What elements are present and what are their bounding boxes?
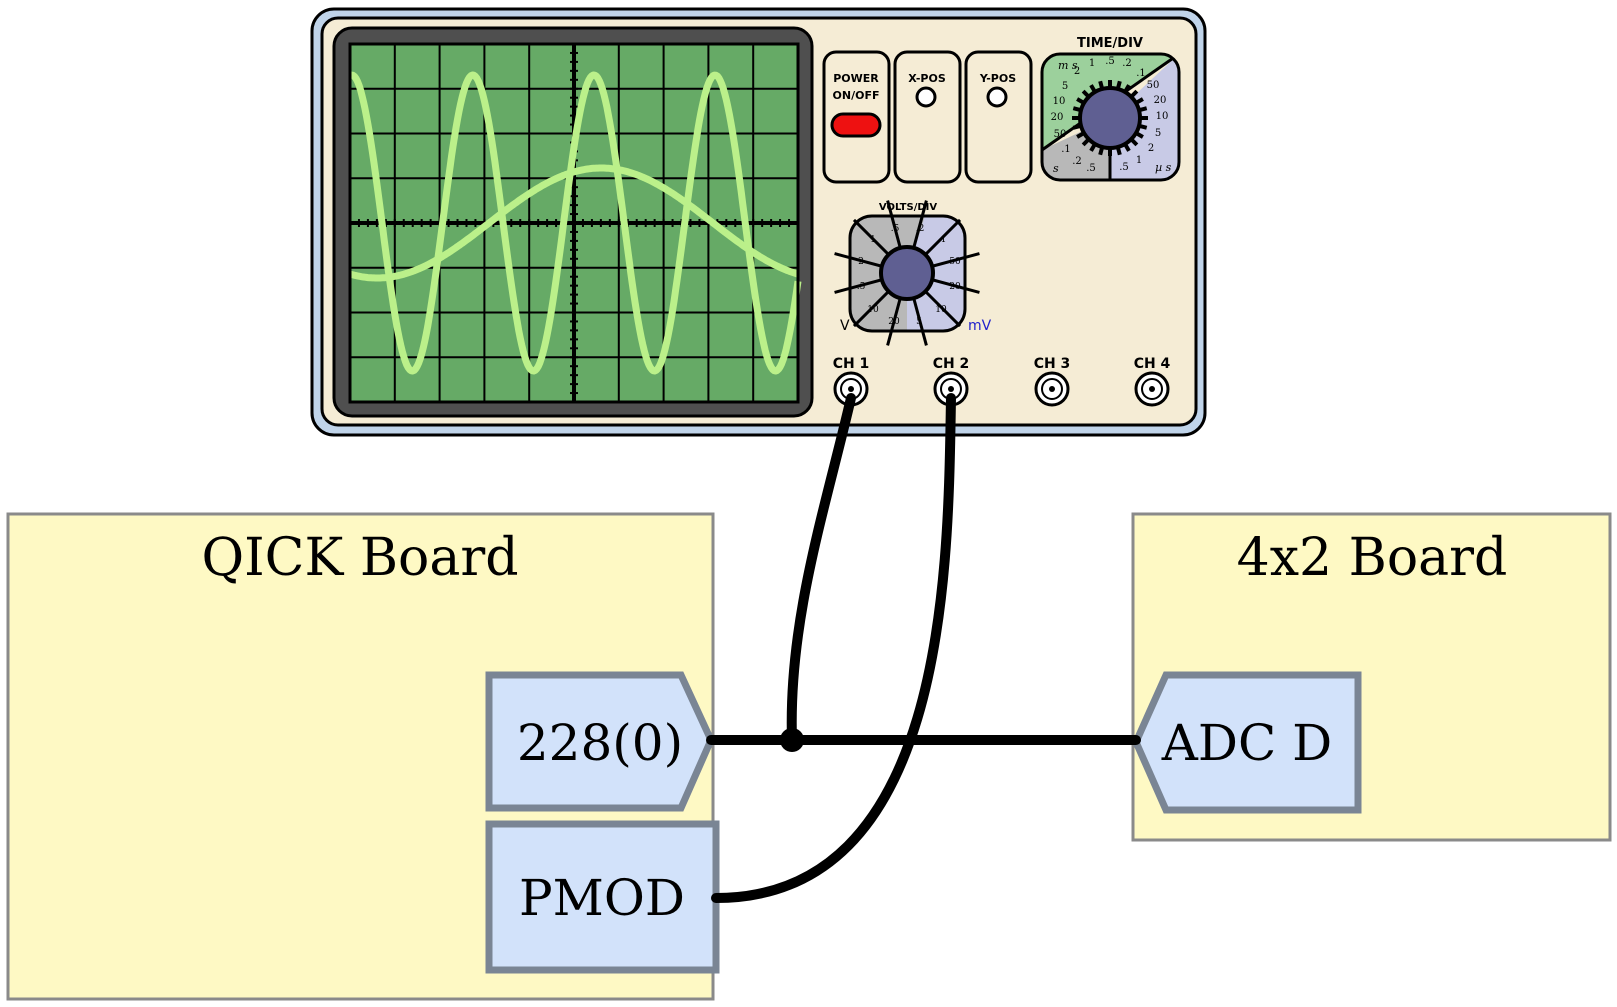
wire-ch2-probe: [711, 393, 956, 903]
board-4x2: 4x2 Board ADC D: [1131, 512, 1612, 842]
voltsdiv-mv-tick: .2: [916, 224, 925, 234]
timediv-ms-tick: 1: [1089, 58, 1095, 69]
power-button[interactable]: [830, 112, 882, 138]
voltsdiv-v-unit: V: [840, 318, 850, 334]
timediv-ms-tick: .1: [1136, 68, 1146, 79]
channel-1-label: CH 1: [833, 356, 870, 372]
voltsdiv-v-tick: .5: [891, 224, 900, 234]
qick-board-title: QICK Board: [201, 528, 518, 588]
ypos-control: Y-POS: [964, 50, 1033, 184]
board-4x2-title: 4x2 Board: [1237, 528, 1508, 588]
voltsdiv-frame: [848, 214, 967, 333]
port-pmod-shape: [485, 820, 720, 974]
timediv-ms-tick: 20: [1051, 112, 1064, 123]
power-label-line1: POWER: [833, 72, 879, 85]
port-228-connector: 228(0): [485, 671, 715, 812]
timediv-ms-tick: .5: [1105, 56, 1115, 67]
channel-4: CH 4: [1134, 356, 1171, 407]
timediv-control: TIME/DIV m s µ s s 2 1 .5 .2 5 10 20 50: [1040, 36, 1181, 182]
voltsdiv-v-tick: 10: [867, 305, 879, 315]
screen-frame: [348, 42, 800, 404]
wire-ch1-probe: [786, 393, 856, 745]
timediv-us-tick: 10: [1156, 111, 1169, 122]
timediv-ms-tick: 5: [1062, 81, 1068, 92]
timediv-ms-tick: 10: [1053, 96, 1066, 107]
voltsdiv-knob[interactable]: [879, 245, 935, 301]
channel-3-label: CH 3: [1034, 356, 1071, 372]
power-control: POWER ON/OFF: [822, 50, 891, 184]
voltsdiv-control: VOLTS/DIV V mV .5 1 2 .5 10 20 .2 .1 50 …: [834, 200, 992, 346]
xpos-panel: [893, 50, 962, 184]
timediv-s-tick: .5: [1086, 163, 1096, 174]
voltsdiv-v-tick: 20: [888, 317, 900, 327]
voltsdiv-title: VOLTS/DIV: [879, 202, 937, 213]
port-pmod-label: PMOD: [519, 869, 685, 927]
screen-traces: [348, 71, 802, 375]
voltsdiv-mv-tick: 20: [949, 282, 961, 292]
timediv-ms-tick: 50: [1054, 129, 1067, 140]
port-228-shape: [485, 671, 715, 812]
voltsdiv-mv-sector: [907, 216, 965, 331]
voltsdiv-v-tick: .5: [857, 282, 866, 292]
wire-junction-dot: [780, 728, 804, 752]
ypos-knob[interactable]: [986, 86, 1008, 108]
timediv-ms-tick: 2: [1074, 66, 1080, 77]
power-label-line2: ON/OFF: [833, 89, 880, 102]
voltsdiv-mv-tick: 5: [916, 317, 922, 327]
xpos-label: X-POS: [908, 72, 946, 85]
timediv-us-unit: µ s: [1155, 161, 1172, 174]
voltsdiv-v-tick: 2: [858, 257, 864, 267]
voltsdiv-mv-unit: mV: [968, 318, 992, 334]
voltsdiv-mv-tick: 50: [949, 257, 961, 267]
timediv-knob[interactable]: [1078, 86, 1142, 150]
screen-axes: [349, 43, 799, 403]
ypos-panel: [964, 50, 1033, 184]
channel-4-label: CH 4: [1134, 356, 1171, 372]
channel-2: CH 2: [933, 356, 970, 407]
timediv-frame: [1040, 52, 1181, 182]
trace-fast-wave: [348, 71, 802, 375]
xpos-knob[interactable]: [915, 86, 937, 108]
voltsdiv-mv-tick: 10: [935, 305, 947, 315]
port-pmod-connector: PMOD: [485, 820, 720, 974]
timediv-us-tick: 5: [1155, 128, 1161, 139]
timediv-us-tick: 1: [1136, 155, 1142, 166]
ypos-label: Y-POS: [979, 72, 1016, 85]
timediv-us-tick: 50: [1147, 80, 1160, 91]
trace-slow-wave: [348, 164, 800, 282]
channel-3: CH 3: [1034, 356, 1071, 407]
port-adc-shape: [1132, 671, 1362, 814]
timediv-title: TIME/DIV: [1077, 36, 1143, 51]
xpos-control: X-POS: [893, 50, 962, 184]
voltsdiv-mv-tick: .1: [938, 235, 947, 245]
timediv-us-tick: .5: [1119, 162, 1129, 173]
timediv-s-unit: s: [1053, 162, 1059, 175]
scope-screen: [348, 42, 802, 404]
timediv-s-tick: .1: [1061, 144, 1071, 155]
voltsdiv-v-tick: 1: [870, 235, 876, 245]
timediv-s-tick: .2: [1072, 156, 1082, 167]
timediv-us-tick: 20: [1154, 95, 1167, 106]
timediv-ms-unit: m s: [1058, 59, 1078, 72]
port-adc-label: ADC D: [1161, 714, 1332, 772]
wires: [706, 393, 1141, 903]
oscilloscope: POWER ON/OFF X-POS Y-POS TIME/DIV: [310, 7, 1207, 437]
channel-2-label: CH 2: [933, 356, 970, 372]
timediv-us-tick: 2: [1148, 143, 1154, 154]
port-adc-connector: ADC D: [1132, 671, 1362, 814]
timediv-ms-tick: .2: [1122, 58, 1132, 69]
port-228-label: 228(0): [517, 714, 683, 772]
qick-board: QICK Board 228(0) PMOD: [6, 512, 720, 1001]
